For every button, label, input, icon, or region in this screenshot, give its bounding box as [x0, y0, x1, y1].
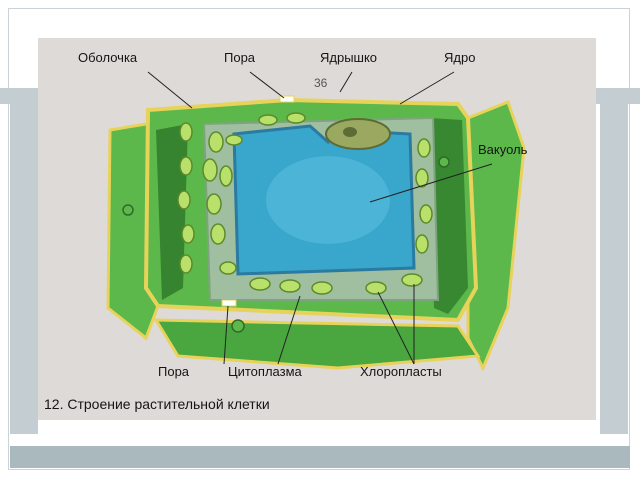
- label-chloroplasts: Хлоропласты: [360, 364, 442, 379]
- slide-band-right: [600, 104, 628, 434]
- slide-band-left: [10, 104, 38, 434]
- nucleolus: [343, 127, 357, 137]
- plant-cell-illustration: [38, 38, 596, 420]
- nucleus: [326, 119, 390, 149]
- label-cytoplasm: Цитоплазма: [228, 364, 302, 379]
- label-pore-top: Пора: [224, 50, 255, 65]
- pore-bottom: [222, 300, 236, 306]
- label-wall: Оболочка: [78, 50, 137, 65]
- label-vacuole: Вакуоль: [478, 142, 527, 157]
- plant-cell-figure: Оболочка Пора Ядрышко Ядро 36 Вакуоль По…: [38, 38, 596, 420]
- label-nucleolus: Ядрышко: [320, 50, 377, 65]
- neighbor-cell-bottom: [156, 320, 478, 368]
- vacuole-highlight: [266, 156, 390, 244]
- label-pore-bottom: Пора: [158, 364, 189, 379]
- figure-caption: 12. Строение растительной клетки: [44, 396, 270, 412]
- page-number: 36: [314, 76, 327, 90]
- slide-band-bottom: [10, 446, 630, 468]
- label-nucleus: Ядро: [444, 50, 475, 65]
